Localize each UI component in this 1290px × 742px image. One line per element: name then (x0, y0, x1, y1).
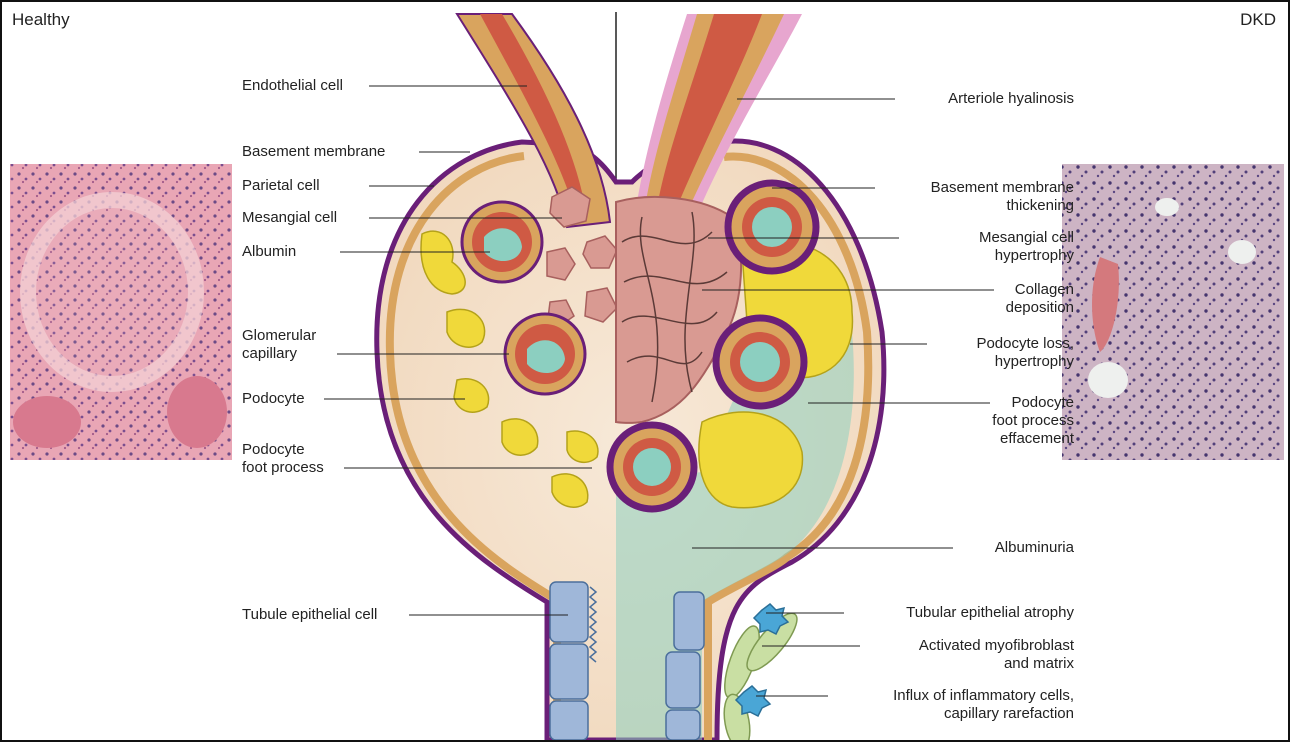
label-podocyte-loss-1: Podocyte loss, (976, 335, 1074, 352)
inflammatory-cells (734, 603, 790, 718)
label-albuminuria: Albuminuria (994, 539, 1074, 556)
label-mesangial-cell: Mesangial cell (242, 209, 338, 226)
mesangial-hypertrophy-dkd (615, 196, 743, 424)
dkd-title: DKD (1240, 10, 1276, 29)
collagen-fibers (621, 211, 728, 403)
label-myofibroblast-1: Activated myofibroblast (918, 637, 1074, 654)
label-basement-membrane: Basement membrane (242, 143, 386, 160)
label-parietal-cell: Parietal cell (242, 177, 320, 194)
label-tubular-atrophy: Tubular epithelial atrophy (906, 604, 1074, 621)
label-effacement-3: effacement (1000, 430, 1074, 447)
arteriole-dkd-hyalinosis (634, 14, 802, 227)
label-glomerular: Glomerular (242, 327, 317, 344)
leader-lines-left (324, 85, 592, 616)
healthy-title: Healthy (12, 10, 70, 29)
tubule-epithelium-healthy (549, 581, 598, 740)
capillaries-dkd (606, 179, 820, 513)
afferent-arteriole-healthy (455, 13, 612, 229)
label-foot-process: foot process (242, 459, 324, 476)
label-effacement-1: Podocyte (1011, 394, 1074, 411)
label-collagen-2: deposition (1005, 299, 1074, 316)
label-podocyte-2: Podocyte (242, 441, 305, 458)
leader-lines-right (692, 98, 994, 697)
label-mesangial-hypertrophy-2: hypertrophy (994, 247, 1074, 264)
dkd-histology-image (1062, 164, 1284, 460)
label-tubule-epithelial-cell: Tubule epithelial cell (242, 606, 378, 623)
label-collagen-1: Collagen (1014, 281, 1074, 298)
label-capillary: capillary (242, 345, 298, 362)
label-endothelial-cell: Endothelial cell (242, 77, 343, 94)
label-inflammatory-1: Influx of inflammatory cells, (893, 687, 1074, 704)
podocytes-healthy (420, 230, 599, 508)
label-albumin: Albumin (242, 243, 297, 260)
label-inflammatory-2: capillary rarefaction (943, 705, 1074, 722)
label-mesangial-hypertrophy-1: Mesangial cell (978, 229, 1074, 246)
label-myofibroblast-2: and matrix (1003, 655, 1074, 672)
label-effacement-2: foot process (992, 412, 1074, 429)
label-bm-thickening-1: Basement membrane (930, 179, 1074, 196)
tubule-epithelium-dkd (665, 591, 705, 740)
label-podocyte-loss-2: hypertrophy (994, 353, 1074, 370)
label-bm-thickening-2: thickening (1006, 197, 1074, 214)
label-arteriole-hyalinosis: Arteriole hyalinosis (948, 90, 1074, 107)
label-podocyte: Podocyte (242, 390, 305, 407)
healthy-histology-image (10, 164, 232, 460)
mesangial-cells-healthy (546, 186, 618, 327)
